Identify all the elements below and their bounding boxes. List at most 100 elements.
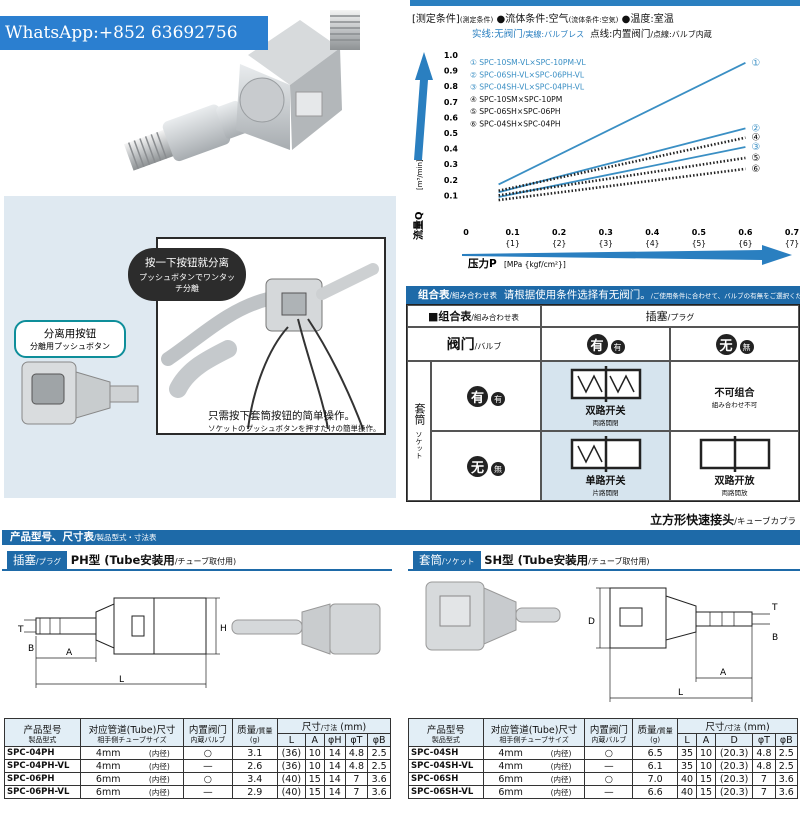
x-axis-unit: [MPa {kgf/cm²}]: [504, 260, 566, 269]
table-cell: SPC-06SH: [408, 772, 484, 786]
sh-drawing-svg: D T B A L: [425, 581, 778, 702]
sh-rule: [408, 569, 800, 571]
table-cell: —: [183, 759, 233, 773]
legend-dot: 点线:内置阀门: [590, 29, 651, 40]
x-axis-label: 压力P: [468, 257, 497, 270]
sh-col-mass: 质量/質量(g): [632, 718, 679, 747]
sh-title-small: /チューブ取付用): [588, 557, 650, 566]
chart-top-bar: [410, 0, 800, 6]
table-cell: 4.8: [752, 759, 776, 773]
socket-yes-small: 有: [491, 392, 505, 406]
table-cell: 7: [752, 785, 776, 799]
table-cell: 4mm: [79, 746, 136, 760]
series-line: [498, 136, 746, 192]
temp-cond: ●温度:室温: [621, 14, 674, 25]
sh-dim-col: A: [696, 733, 716, 747]
table-cell: 4mm: [79, 759, 136, 773]
sh-col-valve: 内置阀门内蔵バルブ: [584, 718, 634, 747]
simple-operation-caption: 只需按下套筒按钮的简单操作。 ソケットのプッシュボタンを押すだけの簡単操作。: [208, 408, 381, 434]
fluid-small: (流体条件:空気): [568, 16, 619, 24]
sh-col-tube: 对应管道(Tube)尺寸相手側チューブサイズ: [482, 718, 586, 747]
table-cell: ○: [183, 746, 233, 760]
combo-corner-small: /組み合わせ表: [471, 313, 519, 322]
combo-bar-title-small: /組み合わせ表: [449, 291, 498, 300]
ph-dimension-drawing: T B A L H: [6, 574, 388, 714]
socket-header: 套筒 ソケット: [407, 361, 431, 501]
table-cell: SPC-04PH-VL: [4, 759, 81, 773]
valve-label: 阀门: [446, 337, 475, 353]
table-cell: 10: [304, 759, 325, 773]
table-cell: 7: [752, 772, 776, 786]
table-cell: —: [584, 785, 634, 799]
dim-B-sh: B: [772, 633, 778, 643]
legend-entry: ② SPC-06SH-VL×SPC-06PH-VL: [470, 70, 585, 79]
combo-bar-note-small: /ご使用条件に合わせて、バルブの有無をご選択ください。: [650, 292, 800, 300]
combo-bar-title: 组合表: [418, 289, 450, 301]
flow-arrow: [414, 52, 433, 160]
combo-both-open: 双路开放 両路開放: [670, 431, 799, 501]
table-cell: 4mm: [482, 759, 538, 773]
legend-solid: 实线:无阀门: [472, 29, 523, 40]
combo-single-close: 单路开关 片路開閉: [541, 431, 670, 501]
socket-no-small: 無: [491, 462, 505, 476]
table-cell: (内径): [537, 785, 586, 799]
table-cell: (20.3): [714, 746, 754, 760]
table-cell: 4.8: [752, 746, 776, 760]
legend-entry: ④ SPC-10SM×SPC-10PM: [470, 95, 562, 104]
ph-col-model: 产品型号製品型式: [4, 718, 81, 747]
socket-no-circle: 无: [467, 455, 488, 477]
spec-section-header: 产品型号、尺寸表/製品型式・寸法表: [2, 530, 800, 545]
series-end-tag: ⑤: [751, 153, 760, 164]
table-cell: 15: [696, 785, 716, 799]
both-close-label: 双路开关: [585, 405, 626, 417]
plug-yes: 有有: [541, 327, 670, 361]
cond-small: (測定条件): [459, 16, 494, 24]
valve-header: 阀门/バルブ: [407, 327, 541, 361]
y-axis-label: 流量Q: [412, 211, 425, 240]
sh-dim-col: L: [677, 733, 698, 747]
table-cell: 14: [323, 772, 346, 786]
table-cell: 6mm: [482, 785, 538, 799]
table-cell: —: [183, 785, 233, 799]
x-tick-label: 0.5: [692, 228, 707, 237]
plug-no: 无無: [670, 327, 799, 361]
table-cell: (40): [277, 772, 306, 786]
cube-title-text: 立方形快速接头: [650, 513, 735, 527]
cube-coupler-title: 立方形快速接头/キューブカプラ: [650, 511, 796, 528]
table-cell: 3.6: [774, 772, 799, 786]
table-cell: (36): [277, 759, 306, 773]
plug-label: 插塞: [645, 310, 668, 323]
table-cell: (内径): [537, 772, 586, 786]
ph-title-small: /チューブ取付用): [174, 557, 237, 566]
x-tick-label: 0.4: [645, 228, 660, 237]
table-cell: (20.3): [714, 759, 754, 773]
single-close-small: 片路開閉: [592, 488, 619, 497]
y-tick-label: 0.7: [444, 98, 458, 107]
ph-dim-col: φB: [367, 733, 391, 747]
table-cell: 2.5: [367, 746, 391, 760]
coupler-photo: [123, 10, 360, 171]
y-axis-unit: [m³/min]: [416, 159, 424, 190]
x-tick-kgf-label: {4}: [645, 239, 659, 248]
plug-no-circle: 无: [715, 333, 737, 355]
plug-yes-circle: 有: [586, 333, 608, 355]
ph-col-valve: 内置阀门内蔵バルブ: [183, 718, 233, 747]
sh-dim-col: φB: [774, 733, 799, 747]
table-cell: 35: [677, 746, 698, 760]
combo-bar-note: 请根据使用条件选择有无阀门。: [503, 289, 651, 301]
ph-dim-col: φT: [344, 733, 369, 747]
ph-col-tube: 对应管道(Tube)尺寸相手側チューブサイズ: [79, 718, 185, 747]
socket-yes-circle: 有: [467, 385, 488, 407]
series-line: [498, 61, 746, 186]
table-cell: 14: [323, 759, 346, 773]
dim-L-sh: L: [678, 688, 683, 698]
table-cell: 3.6: [367, 785, 391, 799]
table-cell: 2.6: [231, 759, 279, 773]
sh-tag: 套筒: [419, 553, 442, 567]
table-cell: (20.3): [714, 785, 754, 799]
table-cell: (内径): [135, 785, 185, 799]
